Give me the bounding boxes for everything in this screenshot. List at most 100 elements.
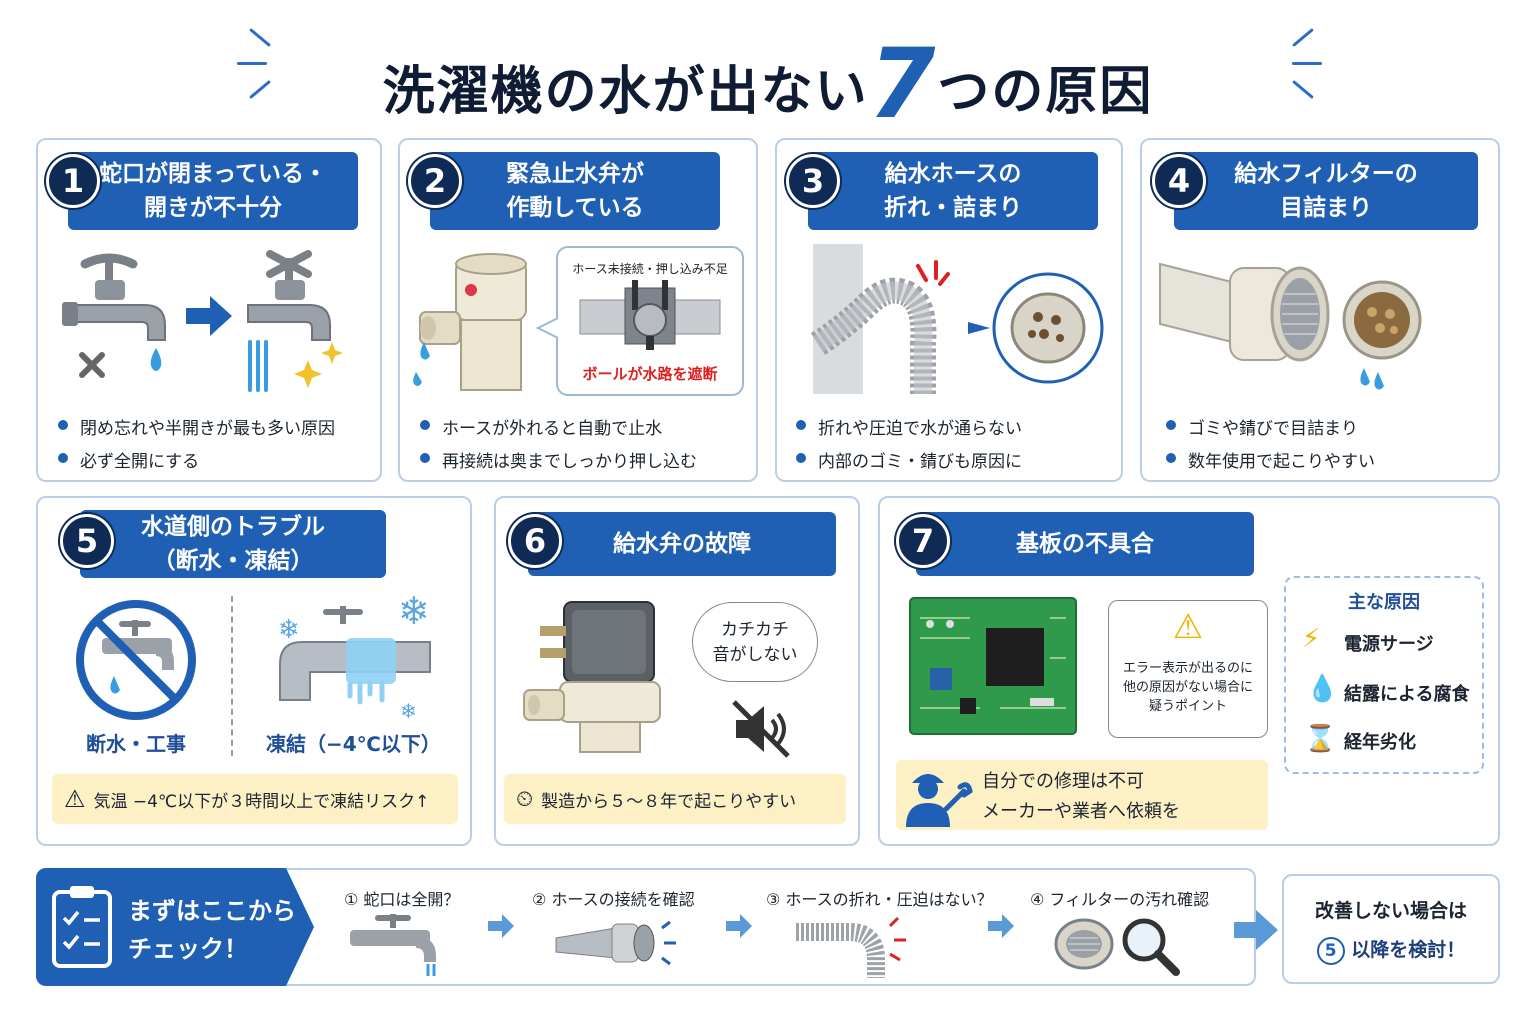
check-step-3: ③ ホースの折れ・圧迫はない？	[766, 890, 993, 909]
cause-4-header: 給水フィルターの目詰まり	[1174, 152, 1478, 230]
cause-6-header: 給水弁の故障	[528, 512, 836, 576]
lightning-icon: ⚡	[1302, 624, 1321, 654]
ball-valve-diagram-icon	[579, 280, 721, 350]
hose-connector-icon	[555, 920, 676, 966]
cause-1-title-line2: 開きが不十分	[144, 195, 282, 221]
cause-3-bullet: 折れや圧迫で水が通らない	[796, 414, 1022, 439]
checklist-heading: まずはここから チェック！	[128, 892, 296, 968]
freeze-risk-note: ⚠ 気温 −4℃以下が３時間以上で凍結リスク↑	[52, 774, 458, 824]
no-water-icon	[76, 600, 196, 720]
cause-4-bullet: ゴミや錆びで目詰まり	[1166, 414, 1375, 439]
cause-7-title-line1: 基板の不具合	[1016, 531, 1154, 557]
arrow-right-icon	[726, 914, 752, 938]
magnifier-icon	[1122, 918, 1180, 976]
solenoid-valve-icon	[523, 601, 661, 753]
hose-filter-icon	[1159, 262, 1330, 362]
cause-2-bullet: 再接続は奥までしっかり押し込む	[420, 447, 697, 472]
cause-3-header: 給水ホースの折れ・詰まり	[808, 152, 1098, 230]
arrow-right-large-icon	[1234, 910, 1278, 950]
final-line2-wrap: 5 以降を検討！	[1284, 935, 1498, 965]
cause-7-header: 基板の不具合	[916, 512, 1254, 576]
cause-1-bullets: 閉め忘れや半開きが最も多い原因 必ず全開にする	[58, 414, 335, 480]
cause-5-header: 水道側のトラブル （断水・凍結）	[80, 510, 386, 578]
cause-4-number: 4	[1152, 154, 1206, 208]
arrow-right-icon	[488, 914, 514, 938]
kinked-hose-icon	[810, 244, 950, 394]
droplet-icon: 💧	[1306, 674, 1339, 704]
cause-5-title-line2: （断水・凍結）	[152, 548, 314, 574]
warning-triangle-icon: ⚠	[1172, 607, 1204, 647]
repair-technician-icon	[906, 774, 973, 827]
hourglass-icon: ⌛	[1304, 724, 1337, 754]
final-line1: 改善しない場合は	[1314, 900, 1467, 922]
cause-1-number: 1	[46, 154, 100, 208]
water-outage-label: 断水・工事	[86, 732, 186, 756]
cause-3-bullet: 内部のゴミ・錆びも原因に	[796, 447, 1022, 472]
title-accent-line	[237, 62, 267, 65]
no-click-sound-bubble: カチカチ 音がしない	[692, 602, 818, 682]
arrow-right-icon	[186, 296, 232, 336]
faucet-closed-icon	[62, 253, 166, 378]
circuit-board-icon	[909, 597, 1077, 735]
bent-hose-icon	[796, 916, 906, 978]
check-step-4: ④ フィルターの汚れ確認	[1030, 890, 1210, 909]
check-step-1: ① 蛇口は全開？	[344, 890, 460, 909]
age-note-text: 製造から５〜８年で起こりやすい	[541, 791, 797, 812]
cause-3-number: 3	[786, 154, 840, 208]
cause-5-number: 5	[60, 514, 114, 568]
cause-2-title-line1: 緊急止水弁が	[506, 161, 644, 187]
title-main: 洗濯機の水が出ない	[382, 62, 869, 122]
clock-icon: ⏲	[516, 786, 534, 812]
frozen-pipe-icon: ❄ ❄ ❄	[278, 589, 431, 723]
cause-2-bullets: ホースが外れると自動で止水 再接続は奥までしっかり押し込む	[420, 414, 697, 480]
cause-6-number: 6	[508, 514, 562, 568]
final-advice-box: 改善しない場合は 5 以降を検討！	[1282, 874, 1500, 984]
callout-pointer	[535, 317, 559, 339]
clipboard-icon	[52, 886, 112, 968]
callout-bottom-text: ボールが水路を遮断	[582, 365, 718, 383]
cause-3-title-line1: 給水ホースの	[884, 161, 1022, 187]
repair-note-line1: 自分での修理は不可	[982, 771, 1144, 792]
svg-text:❄: ❄	[278, 615, 300, 645]
warning-icon: ⚠	[64, 785, 86, 813]
repair-note-line2: メーカーや業者へ依頼を	[982, 801, 1180, 822]
clogged-hose-closeup-icon	[968, 272, 1104, 384]
stop-valve-icon	[413, 253, 527, 391]
divider	[231, 596, 233, 756]
cause-6-title-line1: 給水弁の故障	[613, 531, 751, 557]
faucet-open-icon	[247, 250, 343, 392]
cause-4-bullet: 数年使用で起こりやすい	[1166, 447, 1375, 472]
cause-3-bullets: 折れや圧迫で水が通らない 内部のゴミ・錆びも原因に	[796, 414, 1022, 480]
cause-2-header: 緊急止水弁が作動している	[430, 152, 720, 230]
callout-line3: 疑うポイント	[1148, 699, 1227, 714]
svg-text:❄: ❄	[398, 589, 430, 633]
dirty-filter-icon	[1342, 280, 1422, 390]
svg-text:❄: ❄	[400, 699, 417, 723]
filter-icon	[1054, 918, 1114, 970]
cause-7-number: 7	[896, 514, 950, 568]
cause-5-title-line1: 水道側のトラブル	[141, 514, 325, 540]
cause-item-surge: 電源サージ	[1344, 634, 1434, 655]
bubble-line2: 音がしない	[712, 645, 798, 665]
error-callout: ⚠ エラー表示が出るのに 他の原因がない場合に 疑うポイント	[1108, 600, 1268, 738]
cause-4-title-line1: 給水フィルターの	[1234, 161, 1418, 187]
title-number: 7	[868, 28, 938, 140]
mute-icon	[732, 700, 790, 758]
main-causes-title: 主な原因	[1348, 592, 1420, 613]
main-causes-box	[1284, 576, 1484, 774]
cause-1-bullet: 必ず全開にする	[58, 447, 335, 472]
arrow-right-icon	[988, 914, 1014, 938]
final-line2: 以降を検討！	[1351, 939, 1466, 961]
callout-line1: エラー表示が出るのに	[1122, 661, 1253, 676]
title-rest: つの原因	[937, 62, 1154, 122]
cause-4-title-line2: 目詰まり	[1279, 195, 1372, 221]
cause-1-bullet: 閉め忘れや半開きが最も多い原因	[58, 414, 335, 439]
freeze-risk-text: 気温 −4℃以下が３時間以上で凍結リスク↑	[93, 791, 430, 812]
callout-line2: 他の原因がない場合に	[1122, 680, 1253, 695]
freezing-label: 凍結（−4℃以下）	[266, 732, 441, 756]
page-title: 洗濯機の水が出ない7つの原因	[0, 28, 1536, 140]
cause-1-header: 蛇口が閉まっている・開きが不十分	[68, 152, 358, 230]
checklist-heading-line1: まずはここから	[128, 897, 296, 925]
callout-top-text: ホース未接続・押し込み不足	[572, 262, 728, 276]
cause-2-bullet: ホースが外れると自動で止水	[420, 414, 697, 439]
